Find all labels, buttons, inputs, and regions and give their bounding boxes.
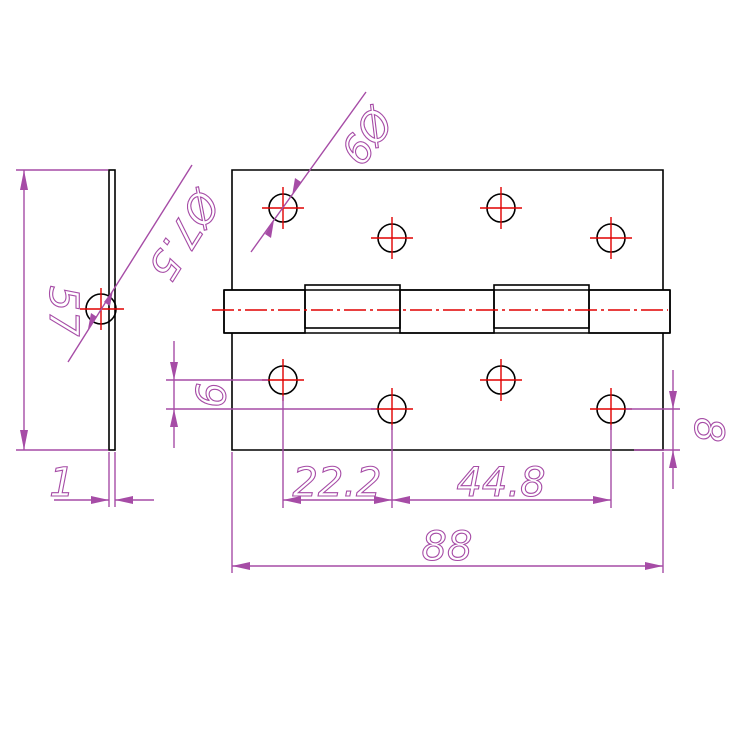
top-leaf bbox=[231, 169, 664, 290]
thickness-label: 1 bbox=[49, 460, 74, 506]
bottom-offset-label: 8 bbox=[685, 417, 731, 442]
dimension-height: 57 bbox=[16, 169, 108, 451]
hole bbox=[371, 217, 413, 259]
bottom-leaf bbox=[231, 333, 664, 451]
hole bbox=[590, 217, 632, 259]
hole bbox=[262, 359, 304, 401]
dimension-bottom-offset: 8 bbox=[626, 370, 732, 489]
hole-diameter-label: Ø9 bbox=[330, 97, 402, 172]
width-label: 88 bbox=[422, 524, 473, 570]
knuckle-4 bbox=[493, 284, 590, 329]
knuckle-5 bbox=[588, 289, 671, 334]
dimension-width: 88 bbox=[231, 452, 664, 573]
hole bbox=[590, 388, 632, 430]
dimension-hole-diameter: Ø9 bbox=[250, 91, 403, 253]
hole bbox=[371, 388, 413, 430]
spacing-44-label: 44.8 bbox=[456, 460, 545, 506]
dimension-hole-offset: 9 bbox=[166, 341, 376, 448]
hole bbox=[480, 187, 522, 229]
hole-offset-label: 9 bbox=[186, 382, 232, 407]
hole bbox=[480, 359, 522, 401]
holes bbox=[262, 187, 632, 430]
side-view-plate bbox=[108, 169, 116, 451]
knuckle-1 bbox=[223, 289, 306, 334]
knuckle-2 bbox=[304, 284, 401, 329]
dimension-side-hole: Ø7.5 bbox=[67, 164, 229, 363]
side-hole-diameter-label: Ø7.5 bbox=[138, 181, 228, 288]
dimension-thickness: 1 bbox=[49, 452, 154, 507]
spacing-22-label: 22.2 bbox=[292, 460, 381, 506]
dimension-hole-spacing: 22.2 44.8 bbox=[282, 396, 612, 508]
height-label: 57 bbox=[40, 286, 86, 337]
front-view bbox=[212, 169, 671, 451]
knuckle-3 bbox=[399, 289, 495, 334]
